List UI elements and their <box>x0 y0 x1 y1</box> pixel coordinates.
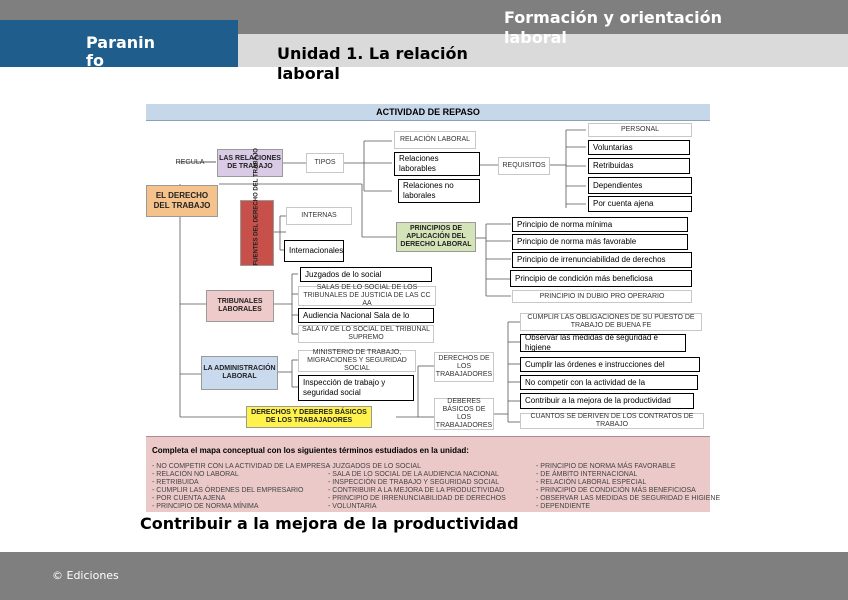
sala-ts-node: SALA IV DE LO SOCIAL DEL TRIBUNAL SUPREM… <box>298 325 434 343</box>
terms-panel <box>146 436 710 512</box>
contribuir-answer: Contribuir a la mejora de la productivid… <box>520 393 694 409</box>
principio-condicion-answer: Principio de condición más beneficiosa <box>510 270 692 287</box>
title-bar <box>238 34 848 67</box>
cuantos-deriven-node: CUANTOS SE DERIVEN DE LOS CONTRATOS DE T… <box>520 413 704 429</box>
relaciones-no-laborales-answer: Relaciones no laborales <box>398 179 480 203</box>
por-cuenta-ajena-answer: Por cuenta ajena <box>588 196 692 212</box>
term-col1-5: - POR CUENTA AJENA <box>152 495 226 502</box>
tribunales-node: TRIBUNALES LABORALES <box>206 290 274 322</box>
relacion-laboral-node: RELACIÓN LABORAL <box>394 131 476 149</box>
regula-label: REGULA <box>175 159 205 166</box>
derechos-trabajadores-node: DERECHOS DE LOS TRABAJADORES <box>434 352 494 382</box>
term-col3-5: - OBSERVAR LAS MEDIDAS DE SEGURIDAD E HI… <box>536 495 721 502</box>
deberes-trabajadores-node: DEBERES BÁSICOS DE LOS TRABAJADORES <box>434 398 494 430</box>
internacionales-answer: Internacionales <box>284 240 344 262</box>
observar-medidas-answer: Observar las medidas de seguridad e higi… <box>520 334 686 352</box>
activity-title: ACTIVIDAD DE REPASO <box>146 104 710 121</box>
term-col1-1: - NO COMPETIR CON LA ACTIVIDAD DE LA EMP… <box>152 463 331 470</box>
fuentes-node: FUENTES DEL DERECHO DEL TRABAJO <box>240 147 274 266</box>
term-col3-6: - DEPENDIENTE <box>536 503 591 510</box>
course-title: Formación y orientación laboral <box>504 8 722 47</box>
audiencia-nacional-answer: Audiencia Nacional Sala de lo <box>298 308 434 323</box>
fuentes-label: FUENTES DEL DERECHO DEL TRABAJO <box>253 147 260 265</box>
personal-node: PERSONAL <box>588 123 692 137</box>
term-col1-4: - CUMPLIR LAS ÓRDENES DEL EMPRESARIO <box>152 487 304 494</box>
principio-norma-minima-answer: Principio de norma mínima <box>512 217 688 232</box>
requisitos-node: REQUISITOS <box>498 157 550 175</box>
term-col1-2: - RELACIÓN NO LABORAL <box>152 471 239 478</box>
internas-node: INTERNAS <box>286 207 352 225</box>
juzgados-answer: Juzgados de lo social <box>300 267 432 282</box>
root-node: EL DERECHO DEL TRABAJO <box>146 185 218 217</box>
no-competir-answer: No competir con la actividad de la <box>520 375 698 390</box>
brand-block <box>0 20 238 67</box>
connector-lines <box>176 129 586 423</box>
term-col3-3: - RELACIÓN LABORAL ESPECIAL <box>536 479 647 486</box>
tipos-node: TIPOS <box>306 153 344 173</box>
term-col2-2: - SALA DE LO SOCIAL DE LA AUDIENCIA NACI… <box>328 471 499 478</box>
term-col1-6: - PRINCIPIO DE NORMA MÍNIMA <box>152 503 259 510</box>
dependientes-answer: Dependientes <box>588 177 692 194</box>
cumplir-ordenes-answer: Cumplir las órdenes e instrucciones del <box>520 357 700 372</box>
administracion-node: LA ADMINISTRACIÓN LABORAL <box>201 356 278 390</box>
retribuidas-answer: Retribuidas <box>588 158 690 174</box>
brand-logo-text: Paraninfo <box>86 34 156 66</box>
term-col3-1: - PRINCIPIO DE NORMA MÁS FAVORABLE <box>536 463 676 470</box>
footer-copyright: © Ediciones <box>52 569 119 582</box>
ministerio-node: MINISTERIO DE TRABAJO, MIGRACIONES Y SEG… <box>298 349 416 372</box>
principio-in-dubio-node: PRINCIPIO IN DUBIO PRO OPERARIO <box>512 290 692 303</box>
terms-title: Completa el mapa conceptual con los sigu… <box>152 446 469 455</box>
term-col2-5: - PRINCIPIO DE IRRENUNCIABILIDAD DE DERE… <box>328 495 506 502</box>
inspeccion-answer: Inspección de trabajo y seguridad social <box>298 375 414 401</box>
principios-node: PRINCIPIOS DE APLICACIÓN DEL DERECHO LAB… <box>396 222 476 252</box>
term-col3-4: - PRINCIPIO DE CONDICIÓN MÁS BENEFICIOSA <box>536 487 696 494</box>
relaciones-laborales-answer: Relaciones laborables <box>394 152 480 176</box>
term-col2-6: - VOLUNTARIA <box>328 503 377 510</box>
voluntarias-answer: Voluntarias <box>588 140 690 155</box>
term-col1-3: - RETRIBUIDA <box>152 479 199 486</box>
term-col2-3: - INSPECCIÓN DE TRABAJO Y SEGURIDAD SOCI… <box>328 479 500 486</box>
principio-irrenunciabilidad-answer: Principio de irrenunciabilidad de derech… <box>512 252 692 268</box>
salas-tsj-node: SALAS DE LO SOCIAL DE LOS TRIBUNALES DE … <box>298 284 436 307</box>
cumplir-obligaciones-node: CUMPLIR LAS OBLIGACIONES DE SU PUESTO DE… <box>520 313 702 331</box>
principio-norma-favorable-answer: Principio de norma más favorable <box>512 234 688 250</box>
term-col2-4: - CONTRIBUIR A LA MEJORA DE LA PRODUCTIV… <box>328 487 505 494</box>
term-col3-2: - DE ÁMBITO INTERNACIONAL <box>536 471 638 478</box>
unit-title: Unidad 1. La relación laboral <box>277 44 468 83</box>
term-col2-1: - JUZGADOS DE LO SOCIAL <box>328 463 421 470</box>
answer-caption: Contribuir a la mejora de la productivid… <box>140 514 519 533</box>
derechos-deberes-node: DERECHOS Y DEBERES BÁSICOS DE LOS TRABAJ… <box>246 406 372 428</box>
footer-bar <box>0 552 848 600</box>
relaciones-trabajo-node: LAS RELACIONES DE TRABAJO <box>217 149 283 177</box>
